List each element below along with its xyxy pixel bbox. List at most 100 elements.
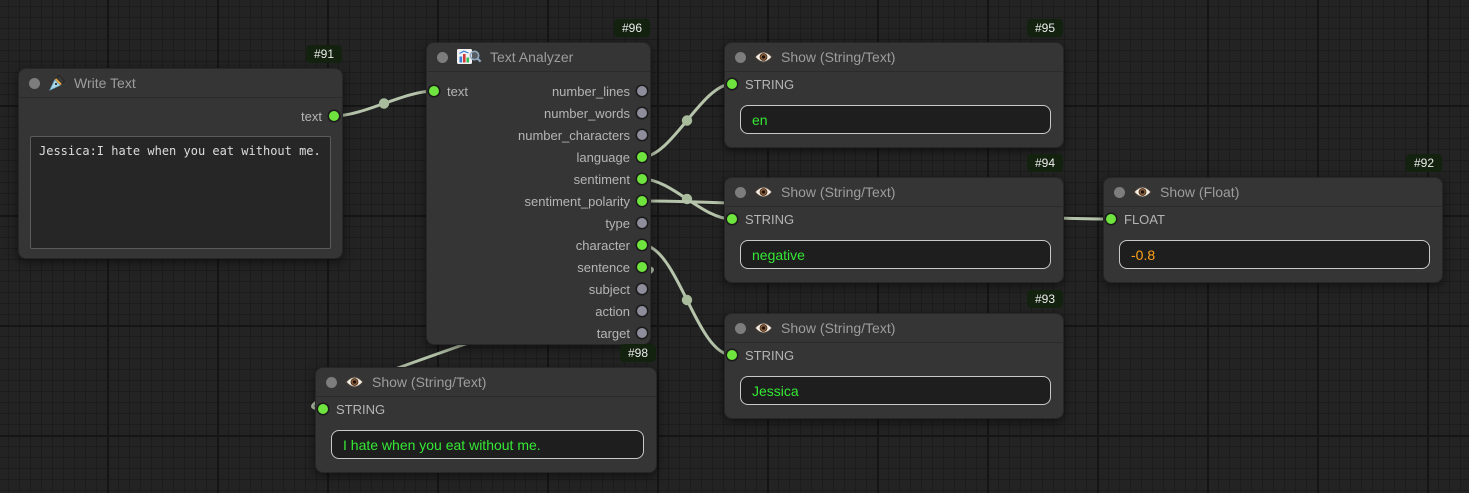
language-output-port[interactable] — [637, 152, 647, 162]
value-display: Jessica — [740, 376, 1051, 405]
node-id-badge: #98 — [619, 344, 656, 362]
collapse-button[interactable] — [735, 51, 746, 63]
node-header[interactable]: Show (String/Text) — [725, 178, 1063, 207]
slots: STRING — [316, 397, 656, 421]
subject-output-port[interactable] — [637, 284, 647, 294]
slots: text — [427, 80, 550, 102]
eye-icon — [754, 50, 773, 64]
slot-label: sentiment_polarity — [524, 193, 631, 209]
node-show-float-92[interactable]: #92 Show (Float) FLOAT -0.8 — [1103, 154, 1443, 283]
slot-label: STRING — [745, 211, 795, 227]
node-title: Show (String/Text) — [372, 374, 487, 390]
slots: STRING — [725, 343, 1063, 367]
node-title: Show (Float) — [1160, 184, 1240, 200]
slot-label: number_characters — [518, 127, 630, 143]
link-midpoint-dot — [681, 115, 693, 126]
action-output-port[interactable] — [637, 306, 647, 316]
slot-label: number_lines — [551, 83, 630, 99]
slot-label: language — [576, 149, 631, 165]
node-id-badge: #92 — [1405, 154, 1442, 172]
STRING-input-port[interactable] — [318, 404, 328, 414]
target-output-port[interactable] — [637, 328, 647, 338]
link-midpoint-dot — [378, 98, 390, 109]
slots: number_lines number_words number_character… — [427, 72, 650, 344]
node-write-text[interactable]: #91 Write Text text Jessica:I hate when … — [18, 45, 343, 259]
collapse-button[interactable] — [29, 77, 40, 89]
node-title: Write Text — [74, 75, 136, 91]
slot-label: STRING — [336, 401, 386, 417]
link-midpoint-dot — [681, 294, 693, 306]
STRING-input-port[interactable] — [727, 79, 737, 89]
node-title: Show (String/Text) — [781, 184, 896, 200]
node-id-badge: #91 — [305, 45, 342, 63]
eye-icon — [754, 185, 773, 199]
node-header[interactable]: Text Analyzer — [427, 43, 650, 72]
collapse-button[interactable] — [437, 51, 448, 63]
eye-icon — [1133, 185, 1152, 199]
eye-icon — [345, 375, 364, 389]
value-text: -0.8 — [1131, 246, 1156, 263]
slot-label: STRING — [745, 347, 795, 363]
node-id-badge: #96 — [613, 19, 650, 37]
text-input-port[interactable] — [429, 86, 439, 96]
value-display: en — [740, 105, 1051, 134]
value-text: en — [752, 111, 768, 128]
sentiment-output-port[interactable] — [637, 174, 647, 184]
slot-label: text — [301, 108, 322, 124]
node-show-string-93[interactable]: #93 Show (String/Text) STRING Jessica — [724, 290, 1064, 419]
sentence-output-port[interactable] — [637, 262, 647, 272]
slots: STRING — [725, 207, 1063, 231]
STRING-input-port[interactable] — [727, 350, 737, 360]
node-show-string-94[interactable]: #94 Show (String/Text) STRING negative — [724, 154, 1064, 283]
slot-label: FLOAT — [1124, 211, 1165, 227]
slot-label: type — [605, 215, 630, 231]
eye-icon — [754, 321, 773, 335]
slots: STRING — [725, 72, 1063, 96]
collapse-button[interactable] — [735, 322, 746, 334]
number_lines-output-port[interactable] — [637, 86, 647, 96]
text-output-port[interactable] — [329, 111, 339, 121]
value-text: negative — [752, 246, 805, 263]
node-show-string-95[interactable]: #95 Show (String/Text) STRING en — [724, 19, 1064, 148]
slot-label: STRING — [745, 76, 795, 92]
node-header[interactable]: Show (String/Text) — [725, 314, 1063, 343]
node-title: Show (String/Text) — [781, 320, 896, 336]
node-id-badge: #95 — [1026, 19, 1063, 37]
slot-label: target — [596, 325, 630, 341]
node-header[interactable]: Show (Float) — [1104, 178, 1442, 207]
type-output-port[interactable] — [637, 218, 647, 228]
value-display: negative — [740, 240, 1051, 269]
slot-label: subject — [588, 281, 630, 297]
collapse-button[interactable] — [326, 376, 337, 388]
node-title: Text Analyzer — [490, 49, 574, 65]
number_words-output-port[interactable] — [637, 108, 647, 118]
value-display: I hate when you eat without me. — [331, 430, 644, 459]
collapse-button[interactable] — [1114, 186, 1125, 198]
value-display: -0.8 — [1119, 240, 1430, 269]
node-id-badge: #94 — [1026, 154, 1063, 172]
slot-label: character — [575, 237, 630, 253]
slot-label: number_words — [544, 105, 630, 121]
node-show-string-98[interactable]: #98 Show (String/Text) STRING I hate whe… — [315, 344, 657, 473]
FLOAT-input-port[interactable] — [1106, 214, 1116, 224]
slot-label: text — [447, 83, 468, 99]
collapse-button[interactable] — [735, 186, 746, 198]
bar-chart-magnifier-icon — [456, 48, 482, 66]
STRING-input-port[interactable] — [727, 214, 737, 224]
value-text: Jessica — [752, 382, 799, 399]
character-output-port[interactable] — [637, 240, 647, 250]
node-header[interactable]: Write Text — [19, 69, 342, 98]
sentiment_polarity-output-port[interactable] — [637, 196, 647, 206]
fountain-pen-icon — [48, 74, 66, 92]
node-title: Show (String/Text) — [781, 49, 896, 65]
text-input[interactable]: Jessica:I hate when you eat without me. — [30, 136, 331, 249]
slot-label: action — [595, 303, 630, 319]
slot-label: sentence — [577, 259, 630, 275]
node-id-badge: #93 — [1026, 290, 1063, 308]
node-header[interactable]: Show (String/Text) — [316, 368, 656, 397]
number_characters-output-port[interactable] — [637, 130, 647, 140]
slots: text — [19, 104, 342, 128]
node-header[interactable]: Show (String/Text) — [725, 43, 1063, 72]
node-text-analyzer[interactable]: #96 Text Analyzer number_lines number_wor… — [426, 19, 651, 345]
